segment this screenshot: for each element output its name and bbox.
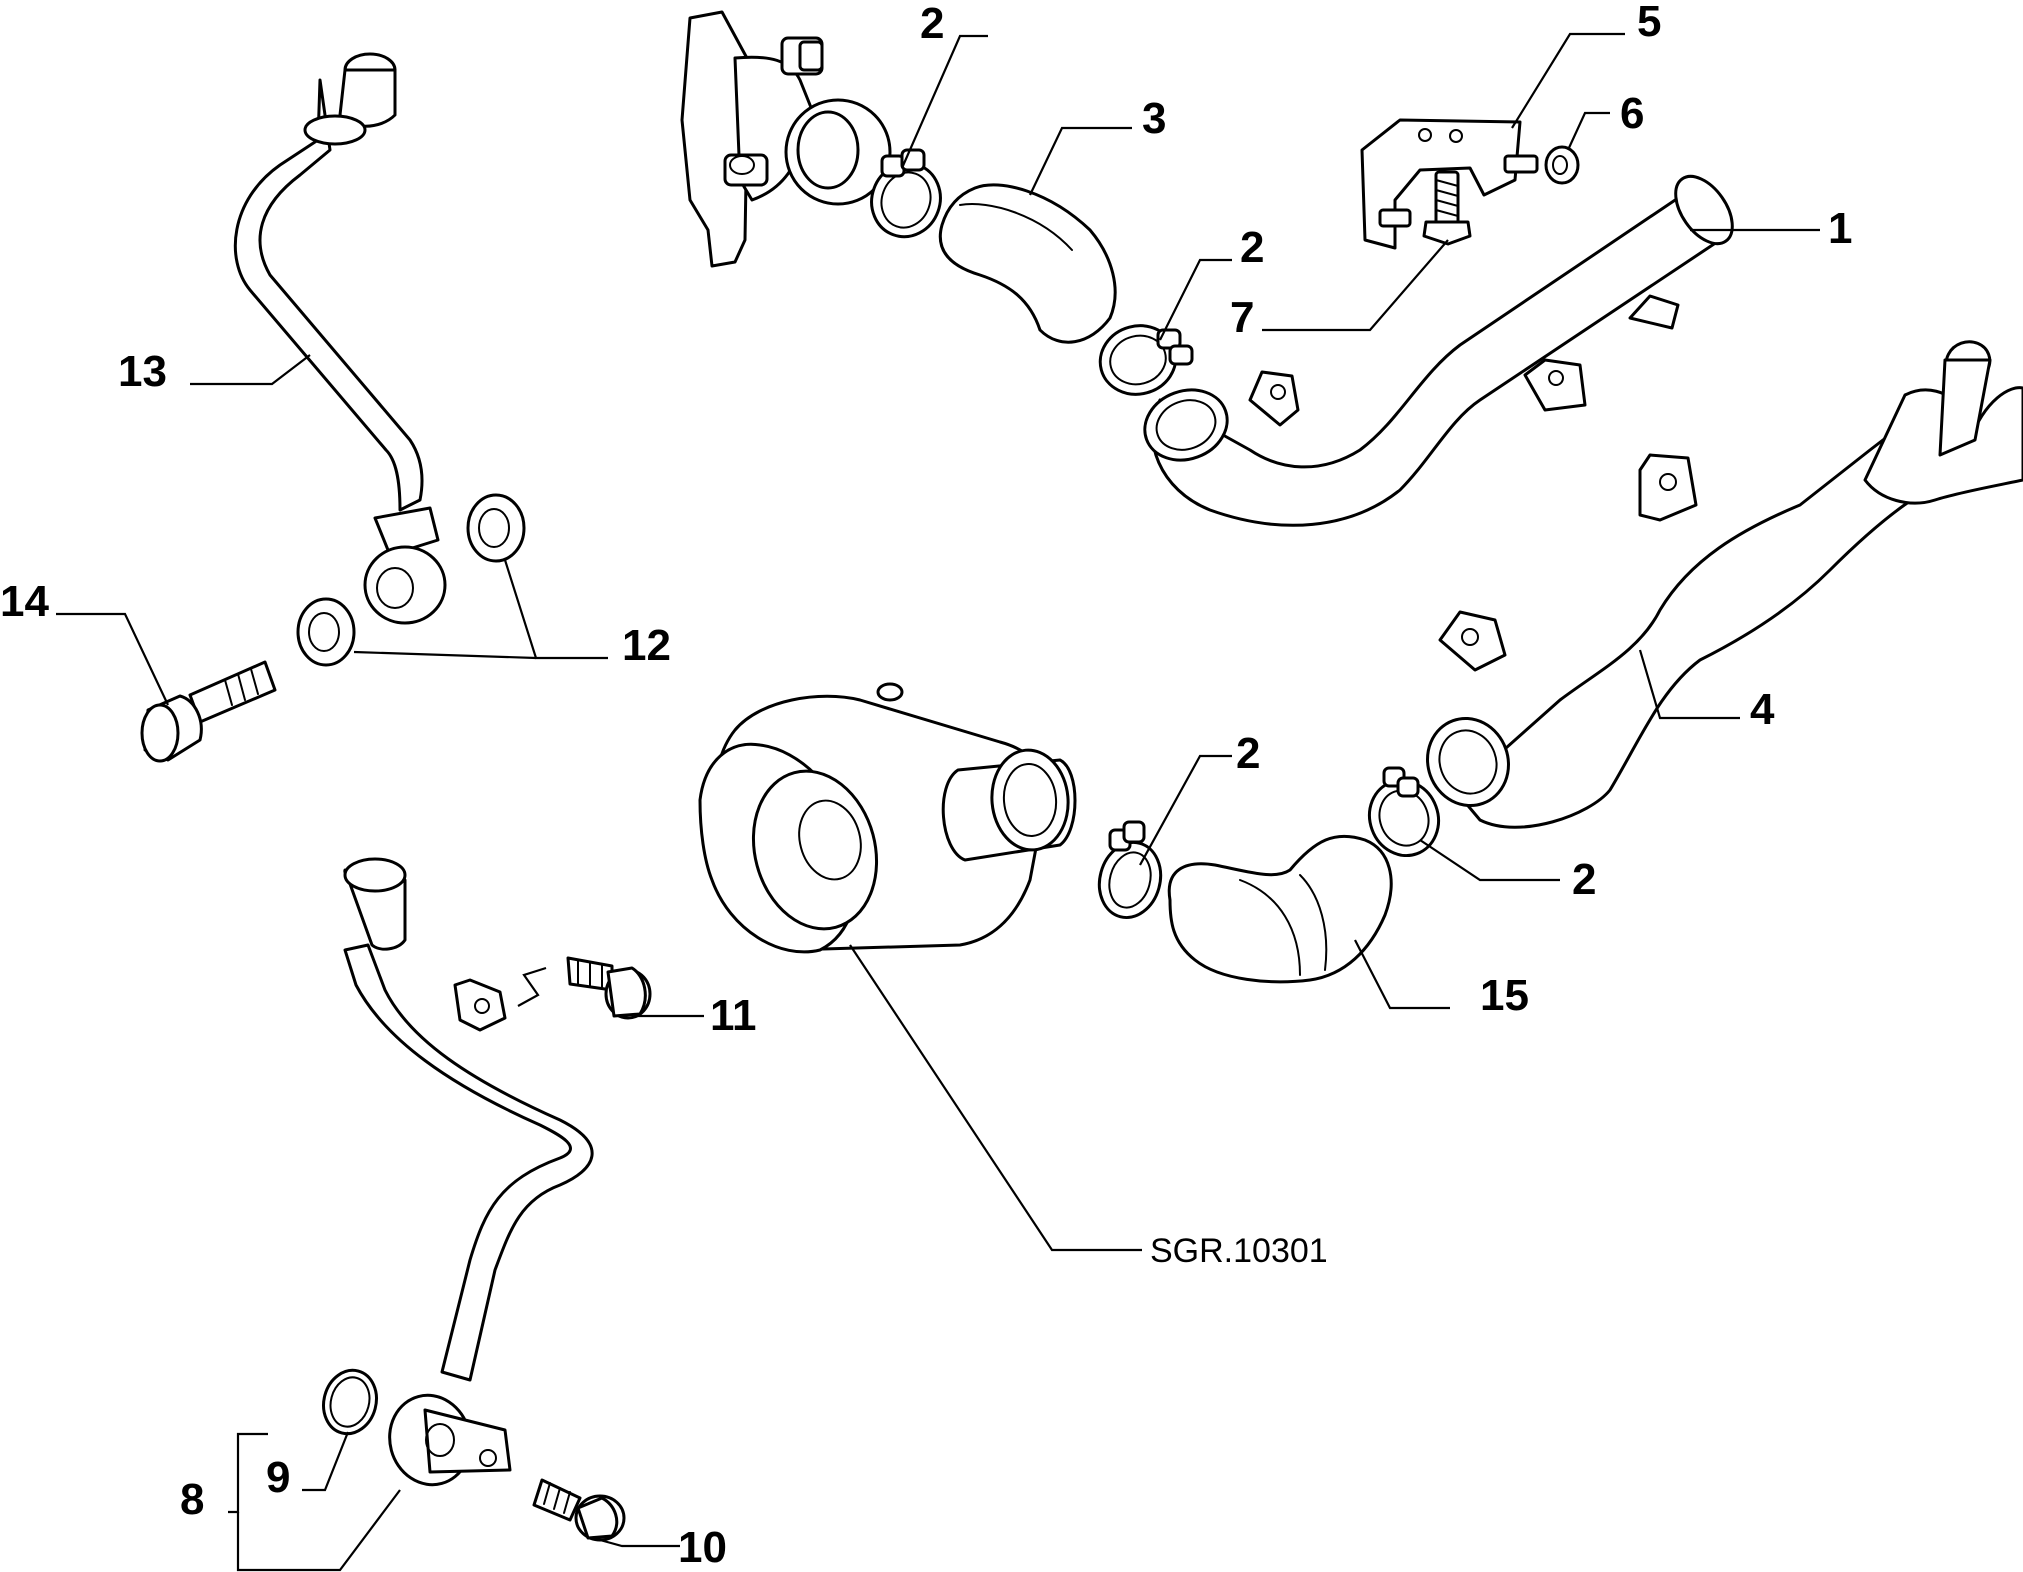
label-10: 10: [678, 1523, 727, 1572]
leader-3: [1029, 126, 1132, 196]
label-2d: 2: [1572, 855, 1596, 904]
leader-12b: [353, 650, 537, 660]
hose-clamp-2c: [1097, 820, 1163, 920]
coolant-pipe-1: [1143, 174, 1734, 527]
leader-5: [1511, 32, 1625, 129]
elbow-hose-15: [1167, 834, 1393, 984]
label-7: 7: [1230, 293, 1254, 342]
banjo-bolt-14: [140, 660, 277, 763]
leader-8: [236, 1489, 401, 1572]
label-15: 15: [1480, 971, 1529, 1020]
coolant-pipe-4: [1426, 340, 2023, 829]
hose-clamp-2d: [1368, 766, 1440, 858]
label-9: 9: [266, 1453, 290, 1502]
label-14: 14: [0, 577, 49, 626]
leader-2d: [1419, 839, 1560, 882]
label-13: 13: [118, 347, 167, 396]
leader-15: [1354, 939, 1450, 1010]
label-5: 5: [1637, 0, 1661, 46]
leader-11-zigzag: [517, 966, 547, 1007]
leader-6: [1567, 111, 1610, 151]
hose-3: [938, 183, 1117, 344]
reference-code: SGR.10301: [1150, 1232, 1328, 1270]
leader-2c: [1139, 754, 1232, 866]
pipe-13: [233, 52, 447, 625]
bracket-5: [1360, 118, 1539, 250]
leader-lines: [56, 32, 1820, 1572]
hose-clamp-2a: [870, 148, 942, 239]
screw-7: [1422, 170, 1472, 246]
pipe-8: [343, 857, 594, 1487]
label-3: 3: [1142, 94, 1166, 143]
part-labels: 1 2 2 2 2 3 4 5 6 7 8 9 10 11 12 13 14 1…: [0, 0, 1852, 1572]
label-2b: 2: [1240, 223, 1264, 272]
thermostat-housing: [680, 10, 892, 268]
nut-6: [1544, 145, 1580, 185]
screw-10: [532, 1478, 626, 1542]
leader-9: [302, 1431, 350, 1492]
washer-12a: [466, 493, 526, 563]
heat-exchanger: [698, 682, 1077, 954]
leader-8-bracket: [228, 1432, 268, 1514]
label-1: 1: [1828, 204, 1852, 253]
label-2c: 2: [1236, 729, 1260, 778]
o-ring-9: [322, 1368, 378, 1436]
label-2a: 2: [920, 0, 944, 48]
leader-7: [1262, 239, 1449, 332]
leader-2a: [900, 34, 988, 169]
label-4: 4: [1750, 685, 1775, 734]
washer-12b: [296, 597, 356, 667]
screw-11: [566, 956, 652, 1020]
leader-14: [56, 612, 169, 706]
leader-12a: [503, 559, 608, 660]
label-12: 12: [622, 621, 671, 670]
label-8: 8: [180, 1475, 204, 1524]
label-11: 11: [710, 991, 757, 1040]
leader-13: [190, 354, 311, 386]
leader-10: [599, 1538, 680, 1548]
leader-ref: [849, 944, 1142, 1252]
hose-clamp-2b: [1098, 324, 1194, 396]
leader-4: [1638, 649, 1740, 720]
leader-2b: [1159, 258, 1232, 341]
label-6: 6: [1620, 89, 1644, 138]
